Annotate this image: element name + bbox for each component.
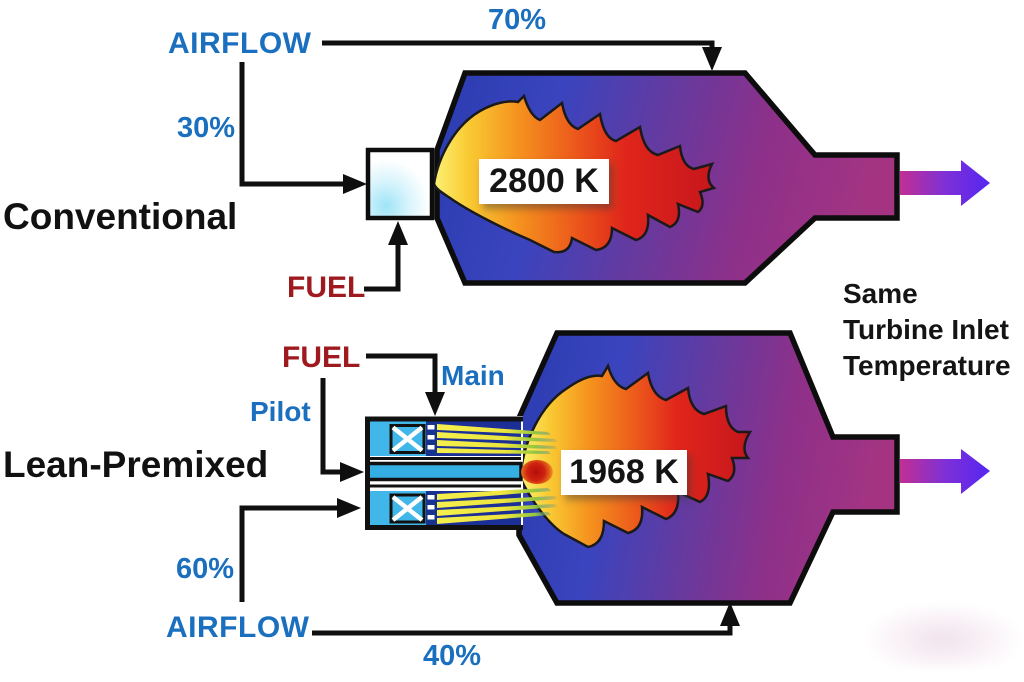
fuel-port <box>427 435 435 440</box>
fuel-streak <box>437 488 551 500</box>
swirler-icon <box>389 493 426 524</box>
fuel-streak <box>437 424 551 435</box>
turbine-inlet-annotation: Same Turbine Inlet Temperature <box>843 276 1011 384</box>
bypass-air-pct-label: 70% <box>488 4 547 36</box>
fuel-injector-arrow <box>364 221 408 292</box>
lean-premixed-flame-temp-badge: 1968 K <box>561 450 687 495</box>
fuel-port <box>427 495 435 500</box>
swirler-icon <box>389 424 426 454</box>
fuel-port <box>427 425 435 430</box>
watermark-smudge <box>868 604 1018 668</box>
fuel-main-label: Main <box>441 360 505 391</box>
fuel-main-arrow <box>366 353 445 416</box>
airflow-40pct-arrow <box>312 602 740 636</box>
pilot-fuel-channel <box>366 461 523 482</box>
conventional-title: Conventional <box>3 196 238 237</box>
annotation-line-2: Turbine Inlet <box>843 314 1009 345</box>
fuel-streak <box>437 432 558 442</box>
premix-air-pct-label: 60% <box>176 553 235 585</box>
airflow-60pct-arrow <box>239 498 361 602</box>
premixer-frame <box>365 416 523 530</box>
fuel-label-top: FUEL <box>287 271 366 304</box>
airflow-70pct-arrow <box>322 40 722 71</box>
fuel-streak <box>437 440 558 449</box>
fuel-injector-box <box>365 147 435 221</box>
fuel-streak <box>437 504 558 516</box>
fuel-port <box>427 505 435 510</box>
conventional-combustor-group <box>365 70 990 286</box>
fuel-port <box>427 515 435 520</box>
fuel-pilot-label: Pilot <box>250 396 311 427</box>
connector-arrows <box>239 40 740 636</box>
airflow-label-bottom: AIRFLOW <box>166 611 310 644</box>
airflow-30pct-arrow <box>239 62 367 194</box>
fuel-label-bottom: FUEL <box>282 341 361 374</box>
fuel-port <box>427 445 435 450</box>
airflow-label-top: AIRFLOW <box>168 27 312 60</box>
primary-air-pct-label: 30% <box>177 112 236 144</box>
fuel-streak <box>437 448 551 454</box>
dilution-air-pct-label: 40% <box>423 640 482 672</box>
fuel-pilot-arrow <box>320 378 364 482</box>
fuel-streak <box>437 512 551 524</box>
lean-premixed-title: Lean-Premixed <box>3 444 269 485</box>
premixer-assembly <box>364 416 558 530</box>
lean-premixed-exit-arrow <box>900 449 990 494</box>
pilot-flame-core <box>521 460 553 484</box>
annotation-line-3: Temperature <box>843 350 1011 381</box>
fuel-streak <box>437 496 558 508</box>
conventional-exit-arrow <box>900 160 990 206</box>
annotation-line-1: Same <box>843 278 918 309</box>
conventional-flame-temp-badge: 2800 K <box>479 159 609 204</box>
